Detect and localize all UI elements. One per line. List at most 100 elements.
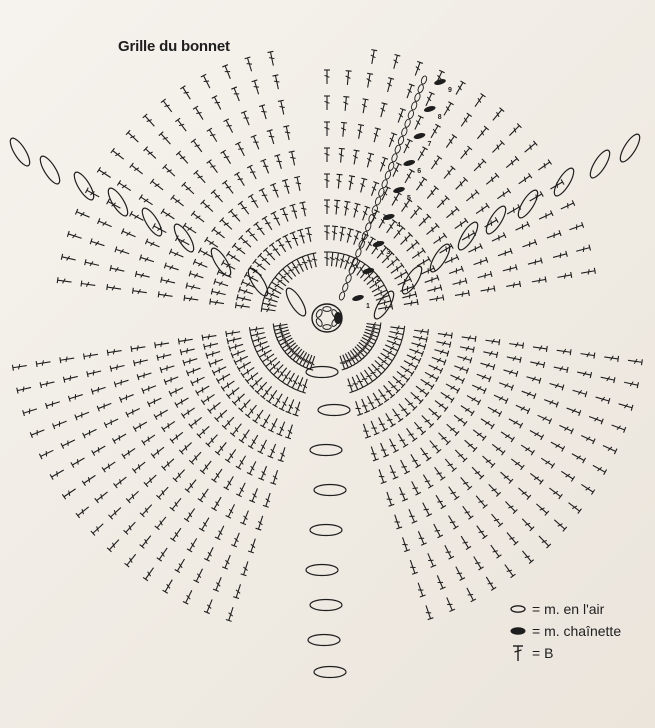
dc-stitch — [434, 349, 450, 357]
dc-stitch — [253, 221, 265, 236]
dc-stitch — [277, 99, 285, 115]
chain-link — [391, 153, 398, 163]
dc-stitch — [285, 399, 295, 415]
dc-stitch — [146, 397, 162, 408]
dc-stitch — [97, 218, 112, 228]
dc-stitch — [118, 394, 134, 403]
dc-stitch — [238, 399, 251, 413]
dc-stitch — [475, 202, 490, 215]
dc-stitch — [482, 455, 496, 469]
dc-stitch — [409, 348, 425, 357]
dc-stitch — [334, 199, 341, 215]
dc-stitch — [275, 367, 288, 381]
dc-stitch — [245, 227, 258, 242]
dc-stitch — [434, 466, 446, 481]
dc-stitch — [532, 345, 548, 352]
dc-stitch — [139, 504, 153, 518]
dc-stitch — [543, 399, 559, 408]
dc-stitch — [260, 353, 275, 365]
dc-stitch — [89, 238, 105, 247]
dc-stitch — [275, 237, 287, 253]
dc-stitch — [499, 382, 514, 391]
dc-stitch — [549, 382, 565, 391]
dc-stitch — [383, 385, 396, 399]
chain-loop — [141, 207, 163, 237]
dc-stitch — [261, 215, 273, 231]
dc-stitch — [448, 486, 460, 501]
dc-stitch — [365, 236, 376, 251]
chain-link — [365, 222, 372, 232]
dc-stitch — [160, 208, 175, 220]
dc-stitch — [109, 364, 125, 372]
dc-stitch — [515, 404, 531, 415]
dc-stitch — [508, 418, 524, 429]
dc-stitch — [197, 247, 213, 258]
dc-stitch — [324, 199, 330, 214]
dc-stitch — [203, 599, 213, 615]
dc-stitch — [289, 231, 299, 246]
dc-stitch — [163, 262, 179, 271]
dc-stitch — [477, 270, 493, 279]
dc-stitch — [272, 393, 283, 408]
dc-stitch — [226, 337, 242, 345]
chain-link — [388, 161, 395, 171]
dc-stitch — [210, 189, 224, 203]
diagram-title: Grille du bonnet — [118, 38, 230, 55]
chain-link — [394, 144, 401, 154]
dc-stitch — [506, 204, 522, 215]
chain-loop — [107, 187, 129, 217]
dc-stitch — [22, 408, 38, 417]
dc-stitch — [410, 205, 423, 219]
dc-stitch — [180, 85, 191, 100]
dc-stitch — [426, 222, 440, 235]
dc-stitch — [396, 371, 411, 383]
dc-stitch — [422, 502, 433, 517]
dc-stitch — [284, 372, 295, 388]
dc-stitch — [433, 232, 448, 244]
chain-link — [404, 118, 411, 128]
dc-stitch — [197, 488, 209, 503]
dc-stitch — [376, 245, 389, 259]
dc-stitch — [446, 206, 460, 219]
dc-stitch — [324, 225, 330, 240]
dc-stitch — [386, 219, 398, 234]
dc-stitch — [284, 263, 297, 277]
chain-link — [355, 248, 362, 258]
dc-stitch — [417, 531, 427, 546]
dc-stitch — [425, 91, 435, 107]
dc-stitch — [454, 365, 469, 374]
dc-stitch — [581, 483, 596, 495]
chain-link — [338, 291, 346, 301]
dc-stitch — [240, 510, 249, 526]
dc-stitch — [324, 147, 330, 162]
chain-oval — [322, 324, 332, 330]
dc-stitch — [108, 507, 122, 520]
dc-stitch — [153, 409, 168, 420]
dc-stitch — [106, 349, 122, 356]
dc-stitch — [86, 369, 102, 378]
dc-stitch — [310, 252, 318, 268]
dc-stitch — [159, 365, 175, 374]
dc-stitch — [162, 164, 176, 177]
dc-stitch — [553, 366, 569, 374]
dc-stitch — [403, 360, 419, 371]
dc-stitch — [474, 93, 486, 107]
chain-loop — [373, 290, 395, 320]
round-number: 9 — [448, 87, 452, 94]
dc-stitch — [120, 228, 136, 238]
dc-stitch — [360, 177, 368, 193]
dc-stitch — [416, 256, 432, 267]
dc-stitch — [215, 373, 231, 384]
dc-stitch — [237, 200, 250, 215]
dc-stitch — [219, 217, 233, 230]
dc-stitch — [267, 360, 281, 374]
dc-stitch — [175, 150, 189, 164]
dc-stitch — [233, 355, 249, 366]
dc-stitch — [280, 266, 293, 280]
dc-stitch — [473, 158, 487, 172]
dc-stitch — [402, 537, 411, 553]
dc-stitch — [537, 414, 553, 425]
dc-stitch — [408, 508, 418, 524]
slip-stitch-dot — [334, 312, 342, 324]
dc-stitch — [356, 261, 368, 276]
